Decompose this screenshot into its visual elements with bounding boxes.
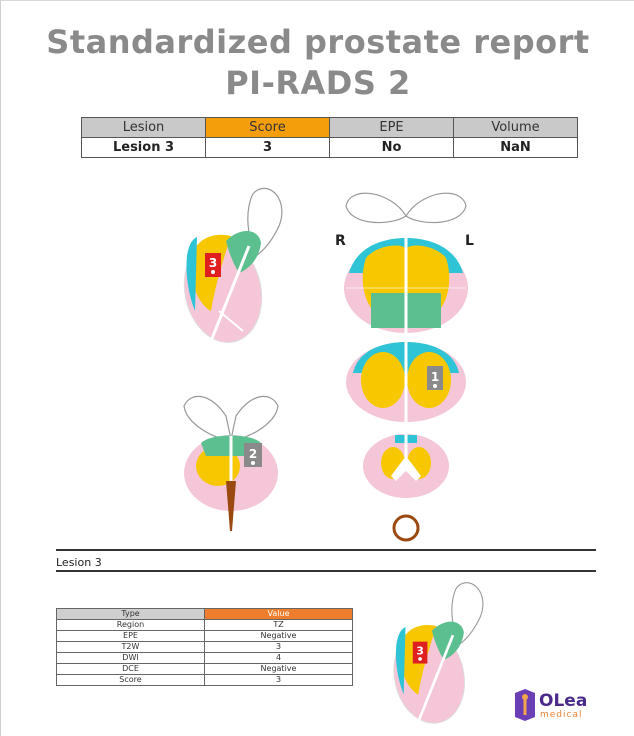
table-row: Region TZ [57,620,353,631]
detail-value-cell: TZ [205,620,353,631]
section-divider-bottom [56,570,596,572]
table-row: DWI 4 [57,653,353,664]
table-row: Score 3 [57,675,353,686]
detail-type-cell: Score [57,675,205,686]
summary-cell-volume: NaN [454,138,578,158]
summary-cell-lesion: Lesion 3 [82,138,206,158]
olea-logo-icon [513,689,537,721]
urethra-ring-diagram [390,512,422,544]
table-row: T2W 3 [57,642,353,653]
marker-2: 2 [249,447,257,461]
logo-subtitle: medical [540,710,582,720]
marker-1: 1 [431,370,439,384]
summary-header-row: Lesion Score EPE Volume [82,118,578,138]
summary-row: Lesion 3 3 No NaN [82,138,578,158]
summary-header-score: Score [206,118,330,138]
detail-type-cell: Region [57,620,205,631]
sagittal-prostate-diagram: 3 [171,181,291,351]
detail-value-cell: 4 [205,653,353,664]
summary-header-volume: Volume [454,118,578,138]
detail-value-cell: 3 [205,642,353,653]
detail-value-cell: 3 [205,675,353,686]
summary-cell-epe: No [330,138,454,158]
table-row: DCE Negative [57,664,353,675]
axial-mid-diagram: 1 [343,338,469,424]
axial-base-diagram [341,233,471,333]
table-row: EPE Negative [57,631,353,642]
lesion-sagittal-diagram: 3 [379,576,494,731]
detail-type-cell: DWI [57,653,205,664]
detail-header-value: Value [205,609,353,620]
detail-type-cell: DCE [57,664,205,675]
summary-cell-score: 3 [206,138,330,158]
report-subtitle: PI-RADS 2 [1,64,634,102]
summary-header-epe: EPE [330,118,454,138]
detail-value-cell: Negative [205,664,353,675]
section-divider-top [56,549,596,551]
marker-3-top: 3 [209,256,217,270]
lesion-detail-table: Type Value Region TZ EPE Negative T2W 3 … [56,608,353,686]
report-title: Standardized prostate report [1,23,634,61]
summary-header-lesion: Lesion [82,118,206,138]
detail-value-cell: Negative [205,631,353,642]
logo-name: OLea [539,691,587,711]
axial-seminal-vesicles-diagram [341,181,471,231]
marker-3-bottom: 3 [416,644,424,657]
lesion-section-label: Lesion 3 [56,556,102,569]
detail-type-cell: T2W [57,642,205,653]
detail-header-type: Type [57,609,205,620]
coronal-prostate-diagram: 2 [166,381,296,541]
axial-apex-diagram [361,431,451,501]
detail-type-cell: EPE [57,631,205,642]
summary-table: Lesion Score EPE Volume Lesion 3 3 No Na… [81,117,578,158]
detail-header-row: Type Value [57,609,353,620]
